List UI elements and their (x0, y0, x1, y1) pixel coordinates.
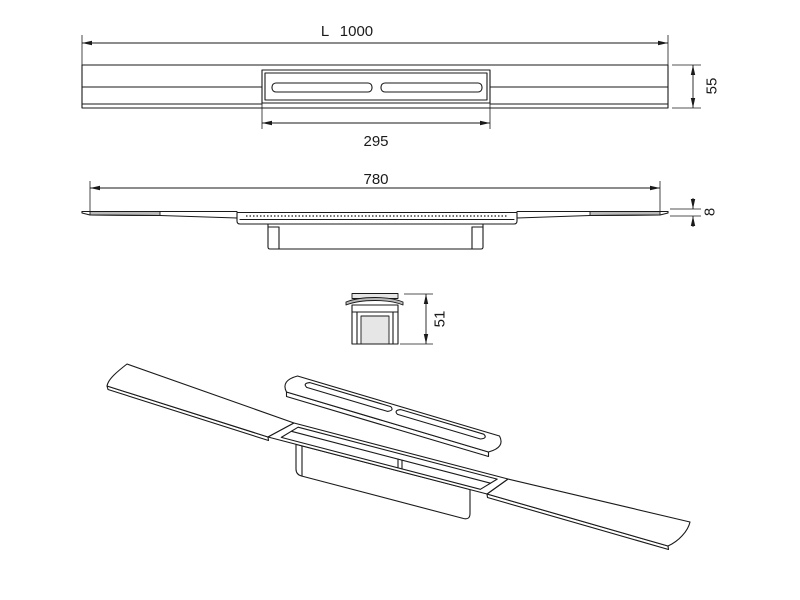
iso-left-plate (106, 363, 295, 438)
grate-body-side (236, 211, 518, 225)
height-dimension-label: 55 (704, 78, 721, 95)
plate-bottom-edge-left (81, 210, 238, 219)
side-view: 780 8 (81, 171, 719, 250)
length-dimension-label: L 1000 (321, 23, 373, 40)
top-view: L 1000 55 295 (81, 23, 721, 150)
grate-dimension-label: 295 (363, 133, 388, 150)
iso-right-plate (486, 478, 691, 547)
iso-grate-slot-right (395, 409, 486, 440)
section-wing-plate (345, 297, 404, 306)
plate-bottom-edge-right (516, 210, 669, 219)
section-view: 51 (345, 293, 449, 345)
channel-body-side (267, 223, 484, 250)
section-channel-inner (360, 315, 390, 345)
section-dimension-label: 51 (432, 311, 449, 328)
side-dimension-label: 780 (363, 171, 388, 188)
grate-slot-right (380, 82, 483, 93)
grate-slot-left (271, 82, 373, 93)
iso-channel-body (295, 443, 471, 520)
isometric-view (106, 363, 691, 551)
iso-channel-far-wall (290, 430, 492, 484)
iso-grate-slot-left (304, 382, 393, 412)
thickness-dimension-label: 8 (702, 208, 719, 216)
section-grate (351, 304, 399, 313)
